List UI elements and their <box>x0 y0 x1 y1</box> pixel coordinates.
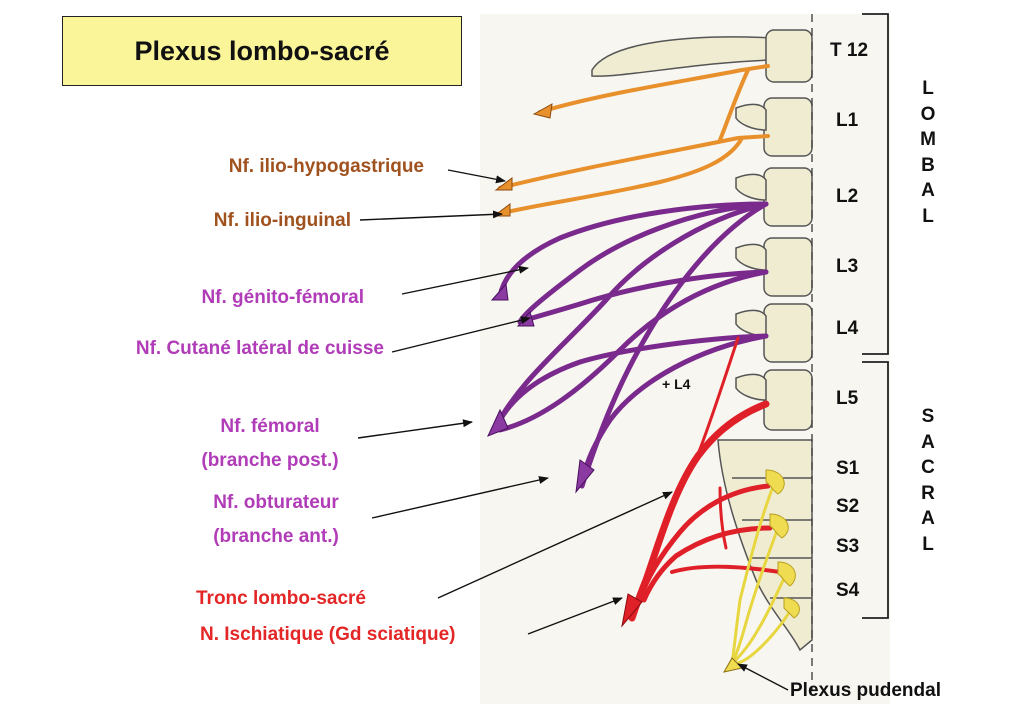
label-ischiatique: N. Ischiatique (Gd sciatique) <box>200 624 456 646</box>
region-lombal-letter: A <box>916 178 940 204</box>
label-femoral-line1: Nf. fémoral <box>180 416 360 438</box>
label-obturateur-line1: Nf. obturateur <box>186 492 366 514</box>
region-sacral-letter: A <box>916 506 940 532</box>
label-obturateur-line2: (branche ant.) <box>186 526 366 548</box>
region-sacral-letter: R <box>916 481 940 507</box>
region-sacral-letter: C <box>916 455 940 481</box>
vertebra-l5 <box>764 370 812 430</box>
label-plus-l4: + L4 <box>662 376 690 392</box>
vertebra-l2 <box>764 168 812 226</box>
level-l2: L2 <box>836 186 858 208</box>
illustration-background <box>480 14 890 704</box>
label-genito-femoral: Nf. génito-fémoral <box>201 287 364 309</box>
label-tronc-lombo-sacre: Tronc lombo-sacré <box>196 588 366 610</box>
vertebra-l4 <box>764 304 812 362</box>
region-sacral-letter: A <box>916 430 940 456</box>
level-s1: S1 <box>836 458 859 480</box>
region-lombal-letter: O <box>916 102 940 128</box>
vertebra-t12 <box>766 30 812 82</box>
label-femoral-line2: (branche post.) <box>180 450 360 472</box>
region-sacral-letter: S <box>916 404 940 430</box>
vertebra-l3 <box>764 238 812 296</box>
level-s2: S2 <box>836 496 859 518</box>
label-plexus-pudendal: Plexus pudendal <box>790 680 941 702</box>
region-sacral-letter: L <box>916 532 940 558</box>
vertebra-l1 <box>764 98 812 156</box>
region-lombal-letter: L <box>916 204 940 230</box>
level-t12: T 12 <box>830 40 868 62</box>
label-ilio-hypogastrique: Nf. ilio-hypogastrique <box>229 156 424 178</box>
region-lombal-letter: M <box>916 127 940 153</box>
label-cutane-lateral: Nf. Cutané latéral de cuisse <box>136 338 384 360</box>
pointer-femoral <box>358 422 472 438</box>
region-lombal-letter: L <box>916 76 940 102</box>
region-lombal: L O M B A L <box>916 76 940 229</box>
level-l3: L3 <box>836 256 858 278</box>
label-ilio-inguinal: Nf. ilio-inguinal <box>214 210 351 232</box>
level-l1: L1 <box>836 110 858 132</box>
region-sacral: S A C R A L <box>916 404 940 557</box>
level-l4: L4 <box>836 318 858 340</box>
level-s4: S4 <box>836 580 859 602</box>
level-l5: L5 <box>836 388 858 410</box>
region-lombal-letter: B <box>916 153 940 179</box>
level-s3: S3 <box>836 536 859 558</box>
